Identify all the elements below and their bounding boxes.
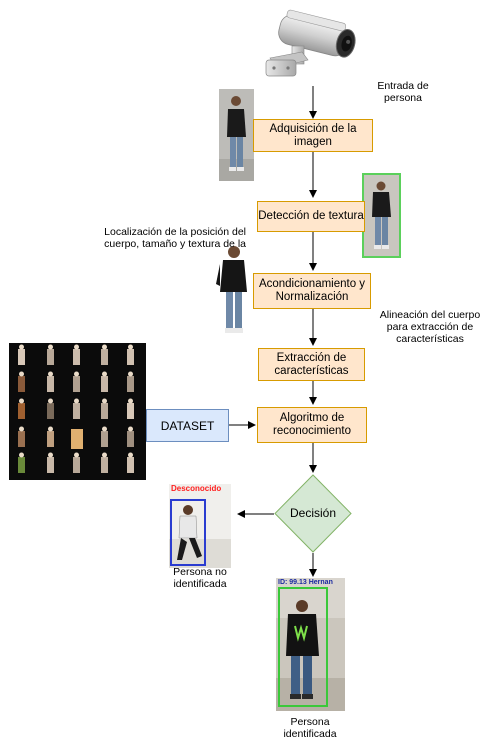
step-adquisicion: Adquisición de la imagen	[253, 119, 373, 152]
person-cutout-normalization	[216, 246, 247, 333]
dataset-box: DATASET	[146, 409, 229, 442]
dataset-label: DATASET	[160, 418, 215, 433]
step-extraccion: Extracción de características	[258, 348, 365, 381]
decision-label: Decisión	[289, 506, 337, 520]
step-acondicionamiento-label: Acondicionamiento y Normalización	[258, 278, 366, 303]
step-algoritmo: Algoritmo de reconocimiento	[257, 407, 367, 443]
note-alineacion: Alineación del cuerpo para extracción de…	[379, 309, 481, 345]
note-entrada: Entrada de persona	[377, 80, 429, 104]
step-adquisicion-label: Adquisición de la imagen	[269, 122, 357, 148]
person-photo-unknown	[169, 484, 231, 568]
identified-tag: ID: 99.13 Hernan	[278, 579, 333, 586]
step-extraccion-label: Extracción de características	[274, 351, 349, 377]
person-photo-identified	[276, 578, 345, 711]
note-localizacion: Localización de la posición del cuerpo, …	[104, 226, 246, 250]
decision-diamond	[274, 474, 352, 553]
step-acondicionamiento: Acondicionamiento y Normalización	[253, 273, 371, 309]
person-photo-acquisition	[219, 89, 254, 181]
step-algoritmo-label: Algoritmo de reconocimiento	[273, 412, 351, 437]
unknown-tag: Desconocido	[171, 484, 222, 493]
step-deteccion-label: Detección de textura	[258, 210, 364, 222]
person-photo-texture-detection	[362, 173, 401, 258]
step-deteccion: Detección de textura	[257, 201, 365, 232]
note-no-identificada: Persona no identificada	[173, 566, 227, 590]
note-identificada: Persona identificada	[283, 716, 337, 740]
dataset-image-grid	[9, 343, 146, 480]
security-camera-icon	[265, 9, 356, 77]
